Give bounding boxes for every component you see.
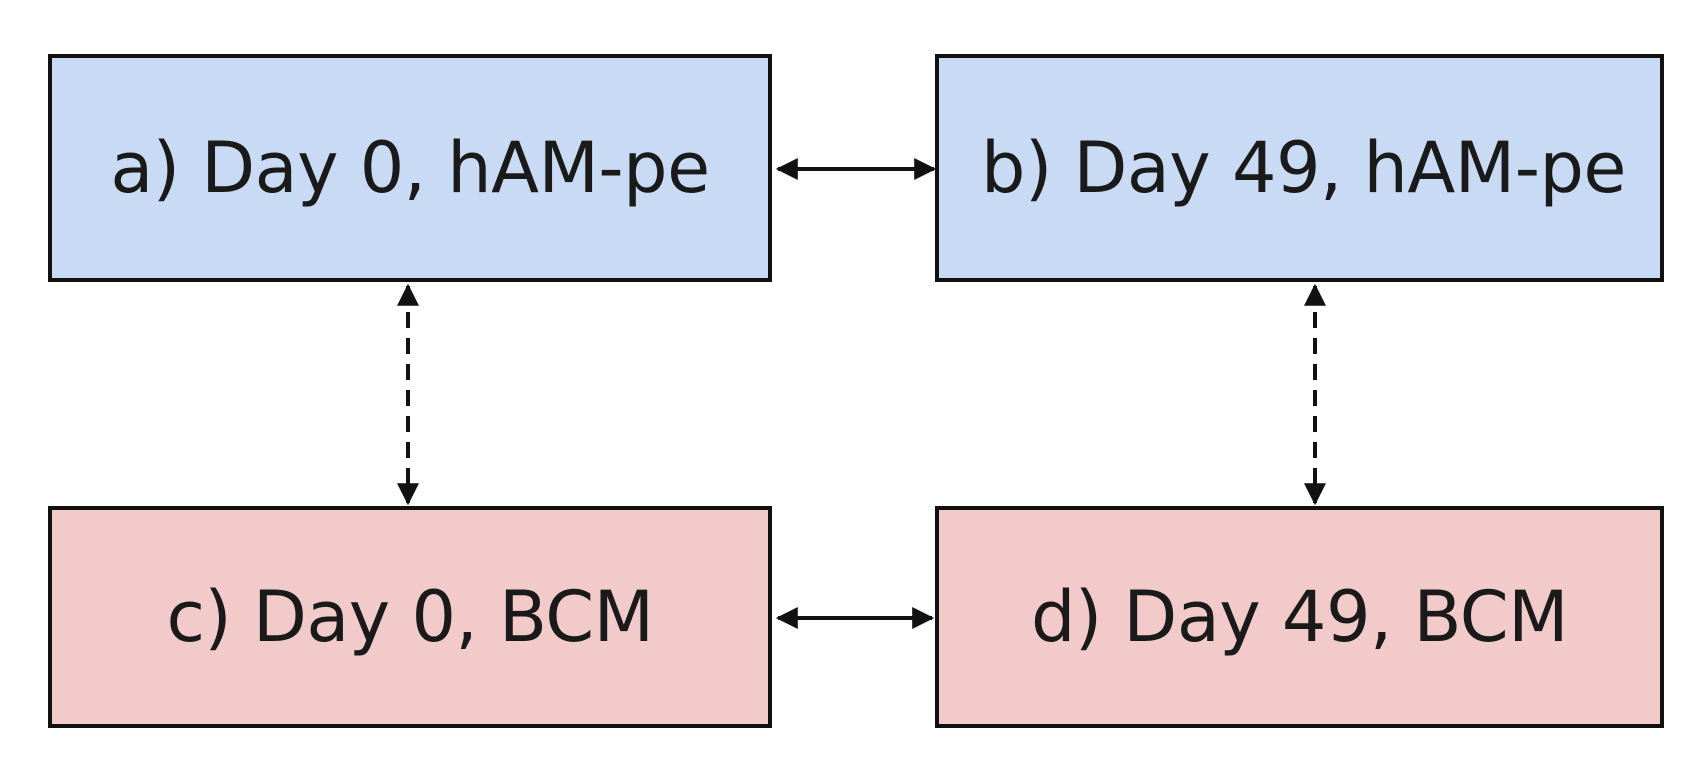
box-label: d) Day 49, BCM [1030, 576, 1569, 658]
box-day0-ham-pe: a) Day 0, hAM-pe [48, 54, 772, 282]
box-day49-bcm: d) Day 49, BCM [935, 506, 1664, 728]
box-day49-ham-pe: b) Day 49, hAM-pe [935, 54, 1664, 282]
box-label: a) Day 0, hAM-pe [110, 127, 710, 209]
box-label: b) Day 49, hAM-pe [981, 127, 1626, 209]
box-label: c) Day 0, BCM [166, 576, 654, 658]
box-day0-bcm: c) Day 0, BCM [48, 506, 772, 728]
